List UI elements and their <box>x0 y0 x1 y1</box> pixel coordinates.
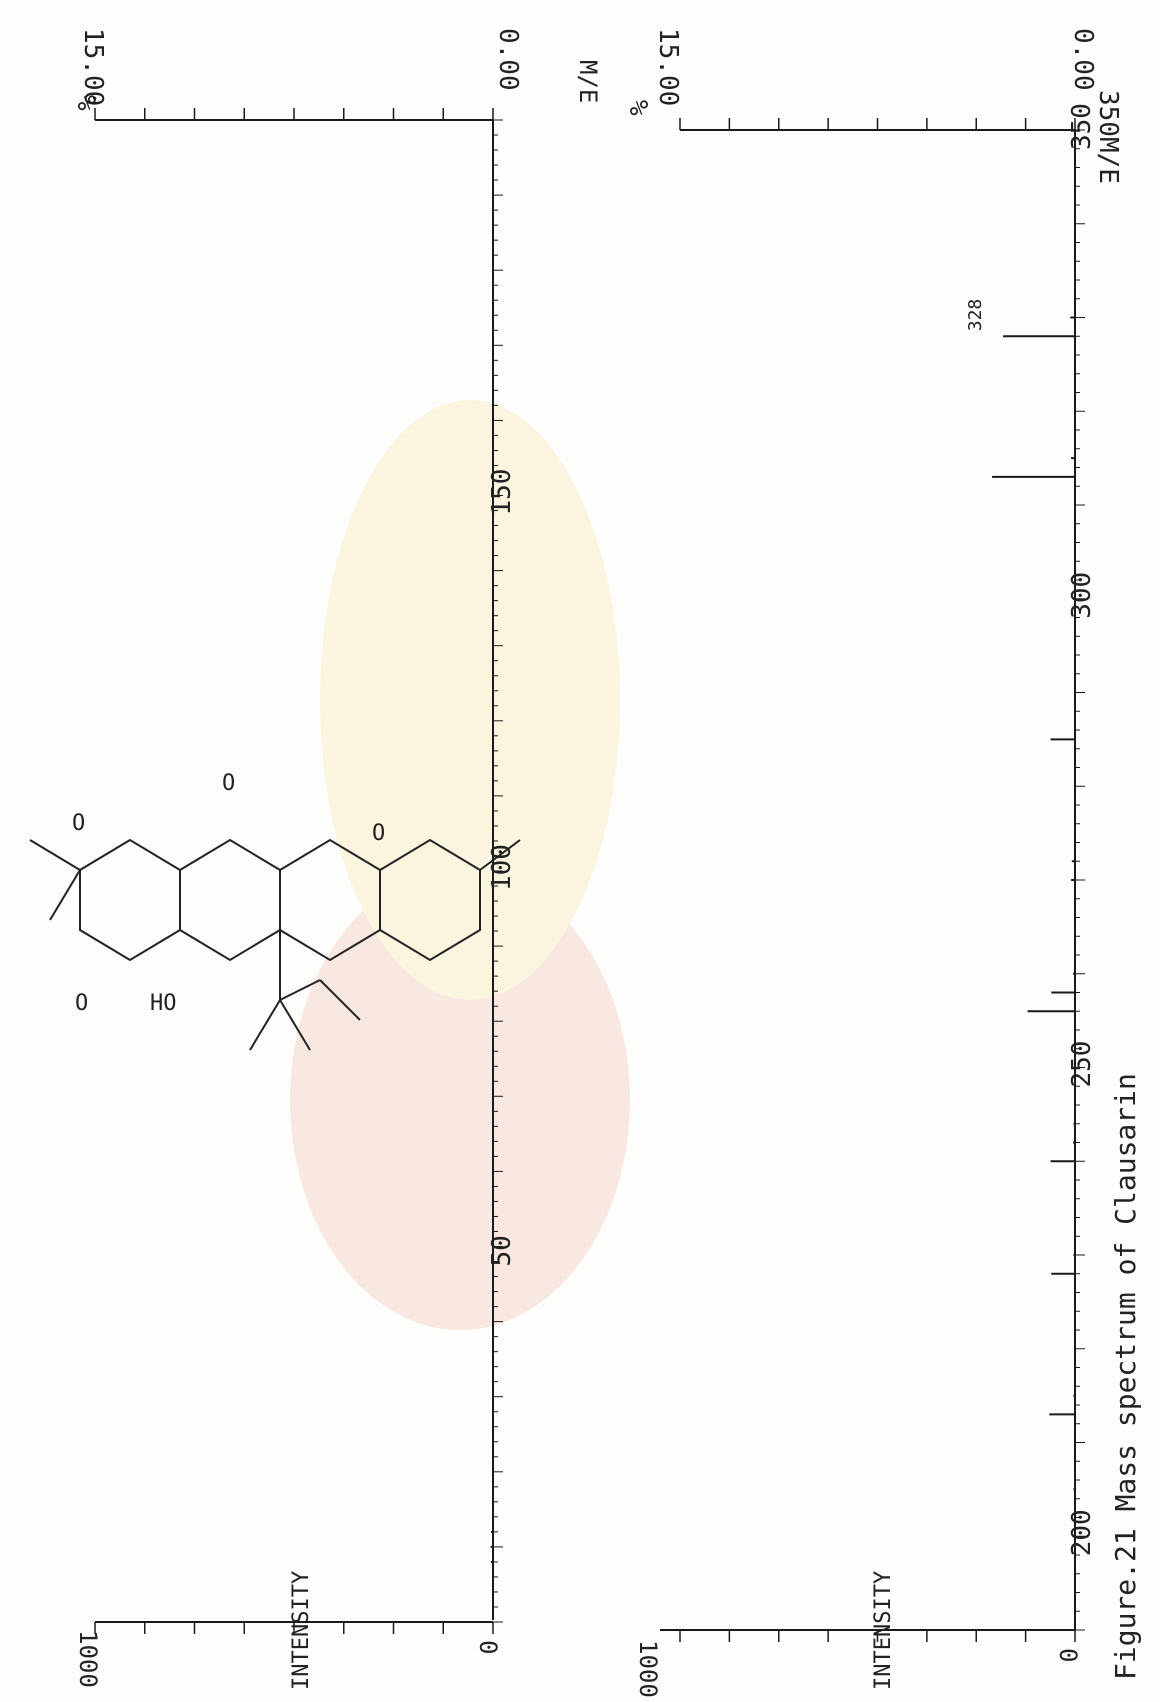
x-tick-label: 150 <box>487 469 517 516</box>
peak-annotation: 328 <box>965 299 986 332</box>
upper-0-label: 0 <box>474 1640 502 1654</box>
x-tick-label: 100 <box>487 844 517 891</box>
structure-labels: O O O HO O <box>72 771 385 1016</box>
upper-int-label: INTENSITY <box>289 1571 314 1690</box>
x-tick-label: 300 <box>1067 572 1097 619</box>
lower-peaks: 328 <box>965 299 1075 1538</box>
figure-caption: Figure.21 Mass spectrum of Clausarin <box>1109 1073 1142 1680</box>
lower-0-label: 0 <box>1054 1648 1082 1662</box>
upper-me-label: M/E <box>574 60 602 103</box>
atom-o2: O <box>222 771 235 796</box>
atom-o1: O <box>72 811 85 836</box>
lower-ticks: 200 250 300 350 <box>679 103 1097 1642</box>
lower-top-label: 15.00 <box>653 28 683 106</box>
x-tick-label: 50 <box>487 1235 517 1266</box>
lower-panel: 200 250 300 350 328 % 15.00 0.00 350M/E INT… <box>623 28 1123 1698</box>
upper-top-label: 15.00 <box>78 28 108 106</box>
upper-ticks: 50 100 150 <box>94 108 517 1634</box>
upper-panel: 50 100 150 % 15.00 0.00 M/E INTENSITY 1000… <box>71 28 602 1690</box>
lower-zero-label: 0.00 <box>1068 28 1098 91</box>
x-tick-label: 250 <box>1067 1041 1097 1088</box>
upper-pct-label: % <box>71 95 101 111</box>
upper-zero-label: 0.00 <box>493 28 523 91</box>
x-tick-label: 350 <box>1067 103 1097 150</box>
lower-int-label: INTENSITY <box>871 1571 896 1690</box>
lower-1000-label: 1000 <box>634 1640 662 1698</box>
lower-me-label: 350M/E <box>1093 90 1123 184</box>
upper-peaks <box>490 1530 493 1563</box>
chemical-structure <box>29 838 521 1051</box>
atom-ho: HO <box>150 991 177 1016</box>
upper-1000-label: 1000 <box>74 1630 102 1688</box>
university-watermark <box>290 400 630 1330</box>
atom-o3: O <box>372 821 385 846</box>
atom-o4: O <box>75 991 88 1016</box>
lower-pct-label: % <box>623 100 653 116</box>
x-tick-label: 200 <box>1067 1509 1097 1556</box>
